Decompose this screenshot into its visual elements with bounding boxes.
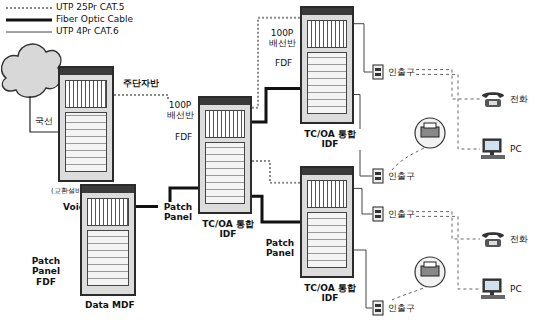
rack-top: [302, 168, 352, 175]
pc-icon: [480, 278, 506, 300]
trunk-line: [30, 96, 58, 132]
rack-cabinet: 100P 배선반FDFTC/OA 통합 IDF: [300, 6, 354, 124]
outlet-device: 인출구: [372, 64, 416, 80]
rack-label: TC/OA 통합 IDF: [299, 283, 361, 304]
phone-label: 전화: [509, 94, 529, 104]
legend-sample: [6, 19, 52, 22]
rack-shelves: [87, 230, 129, 286]
phone-device: 전화: [480, 90, 529, 108]
phone-icon: [480, 230, 506, 248]
legend-label: UTP 4Pr CAT.6: [56, 27, 119, 37]
wiring-panel: [205, 110, 245, 138]
pc-device: PC: [480, 138, 523, 160]
cable-connector: [252, 161, 300, 183]
rack-top: [82, 186, 134, 193]
pc-label: PC: [509, 284, 523, 294]
rack-label: 100P 배선반: [264, 28, 300, 49]
trunk-label: 국선: [34, 116, 54, 126]
cable-connector: [252, 18, 300, 108]
rack-cabinet: Patch Panel FDFData MDF: [80, 184, 136, 296]
legend-label: Fiber Optic Cable: [56, 15, 133, 25]
pc-label: PC: [509, 144, 523, 154]
rack-top: [60, 68, 112, 75]
rack-label: 100P 배선반: [162, 100, 198, 121]
outlet-device: 인출구: [372, 300, 416, 316]
printer-icon: [415, 257, 445, 287]
network-cloud: [2, 44, 62, 97]
phone-label: 전화: [509, 234, 529, 244]
legend-label: UTP 25Pr CAT.5: [56, 3, 124, 13]
cable-connector: [252, 89, 300, 122]
outlet-device: 인출구: [372, 168, 416, 184]
rack-shelves: [205, 142, 245, 204]
printer-cord: [392, 287, 426, 300]
outlet-label: 인출구: [387, 303, 416, 313]
wiring-panel: [65, 80, 107, 108]
rack-label: TC/OA 통합 IDF: [197, 219, 259, 240]
rack-label: FDF: [274, 58, 293, 68]
outlet-icon: [372, 206, 384, 222]
rack-top: [200, 98, 250, 105]
phone-device: 전화: [480, 230, 529, 248]
cable-connector: [252, 196, 300, 222]
printer-icon: [415, 118, 445, 148]
rack-label: Patch Panel FDF: [20, 256, 72, 287]
rack-label: TC/OA 통합 IDF: [299, 129, 361, 150]
wiring-panel: [307, 180, 347, 208]
rack-shelves: [307, 52, 347, 114]
legend-sample: [6, 7, 52, 9]
printer-cord: [392, 148, 424, 170]
rack-cabinet: 100P 배선반FDFPatch PanelTC/OA 통합 IDF: [198, 96, 252, 214]
rack-top: [302, 8, 352, 15]
rack-shelves: [307, 212, 347, 268]
rack-shelves: [65, 112, 107, 172]
cable-connector: [416, 216, 480, 289]
phone-icon: [480, 90, 506, 108]
cable-connector: [416, 74, 480, 149]
outlet-label: 인출구: [387, 67, 416, 77]
cable-connector: [354, 24, 372, 72]
pc-icon: [480, 138, 506, 160]
rack-label: Patch Panel: [260, 238, 300, 259]
pc-device: PC: [480, 278, 523, 300]
rack-label: FDF: [174, 132, 193, 142]
rack-cabinet: Patch PanelTC/OA 통합 IDF: [300, 166, 354, 278]
rack-label: Data MDF: [84, 300, 136, 310]
rack-label: Patch Panel: [158, 202, 198, 223]
outlet-device: 인출구: [372, 206, 416, 222]
rack-cabinet: 주단자반(교환설비 또는 보호기)Voice MDF: [58, 66, 114, 182]
outlet-icon: [372, 300, 384, 316]
outlet-label: 인출구: [387, 209, 416, 219]
outlet-icon: [372, 64, 384, 80]
outlet-icon: [372, 168, 384, 184]
cable-connector: [354, 188, 372, 214]
rack-label: 주단자반: [122, 78, 160, 88]
legend-sample: [6, 32, 52, 33]
cable-connector: [416, 212, 480, 239]
wiring-panel: [307, 20, 347, 48]
wiring-panel: [87, 198, 129, 226]
outlet-label: 인출구: [387, 171, 416, 181]
